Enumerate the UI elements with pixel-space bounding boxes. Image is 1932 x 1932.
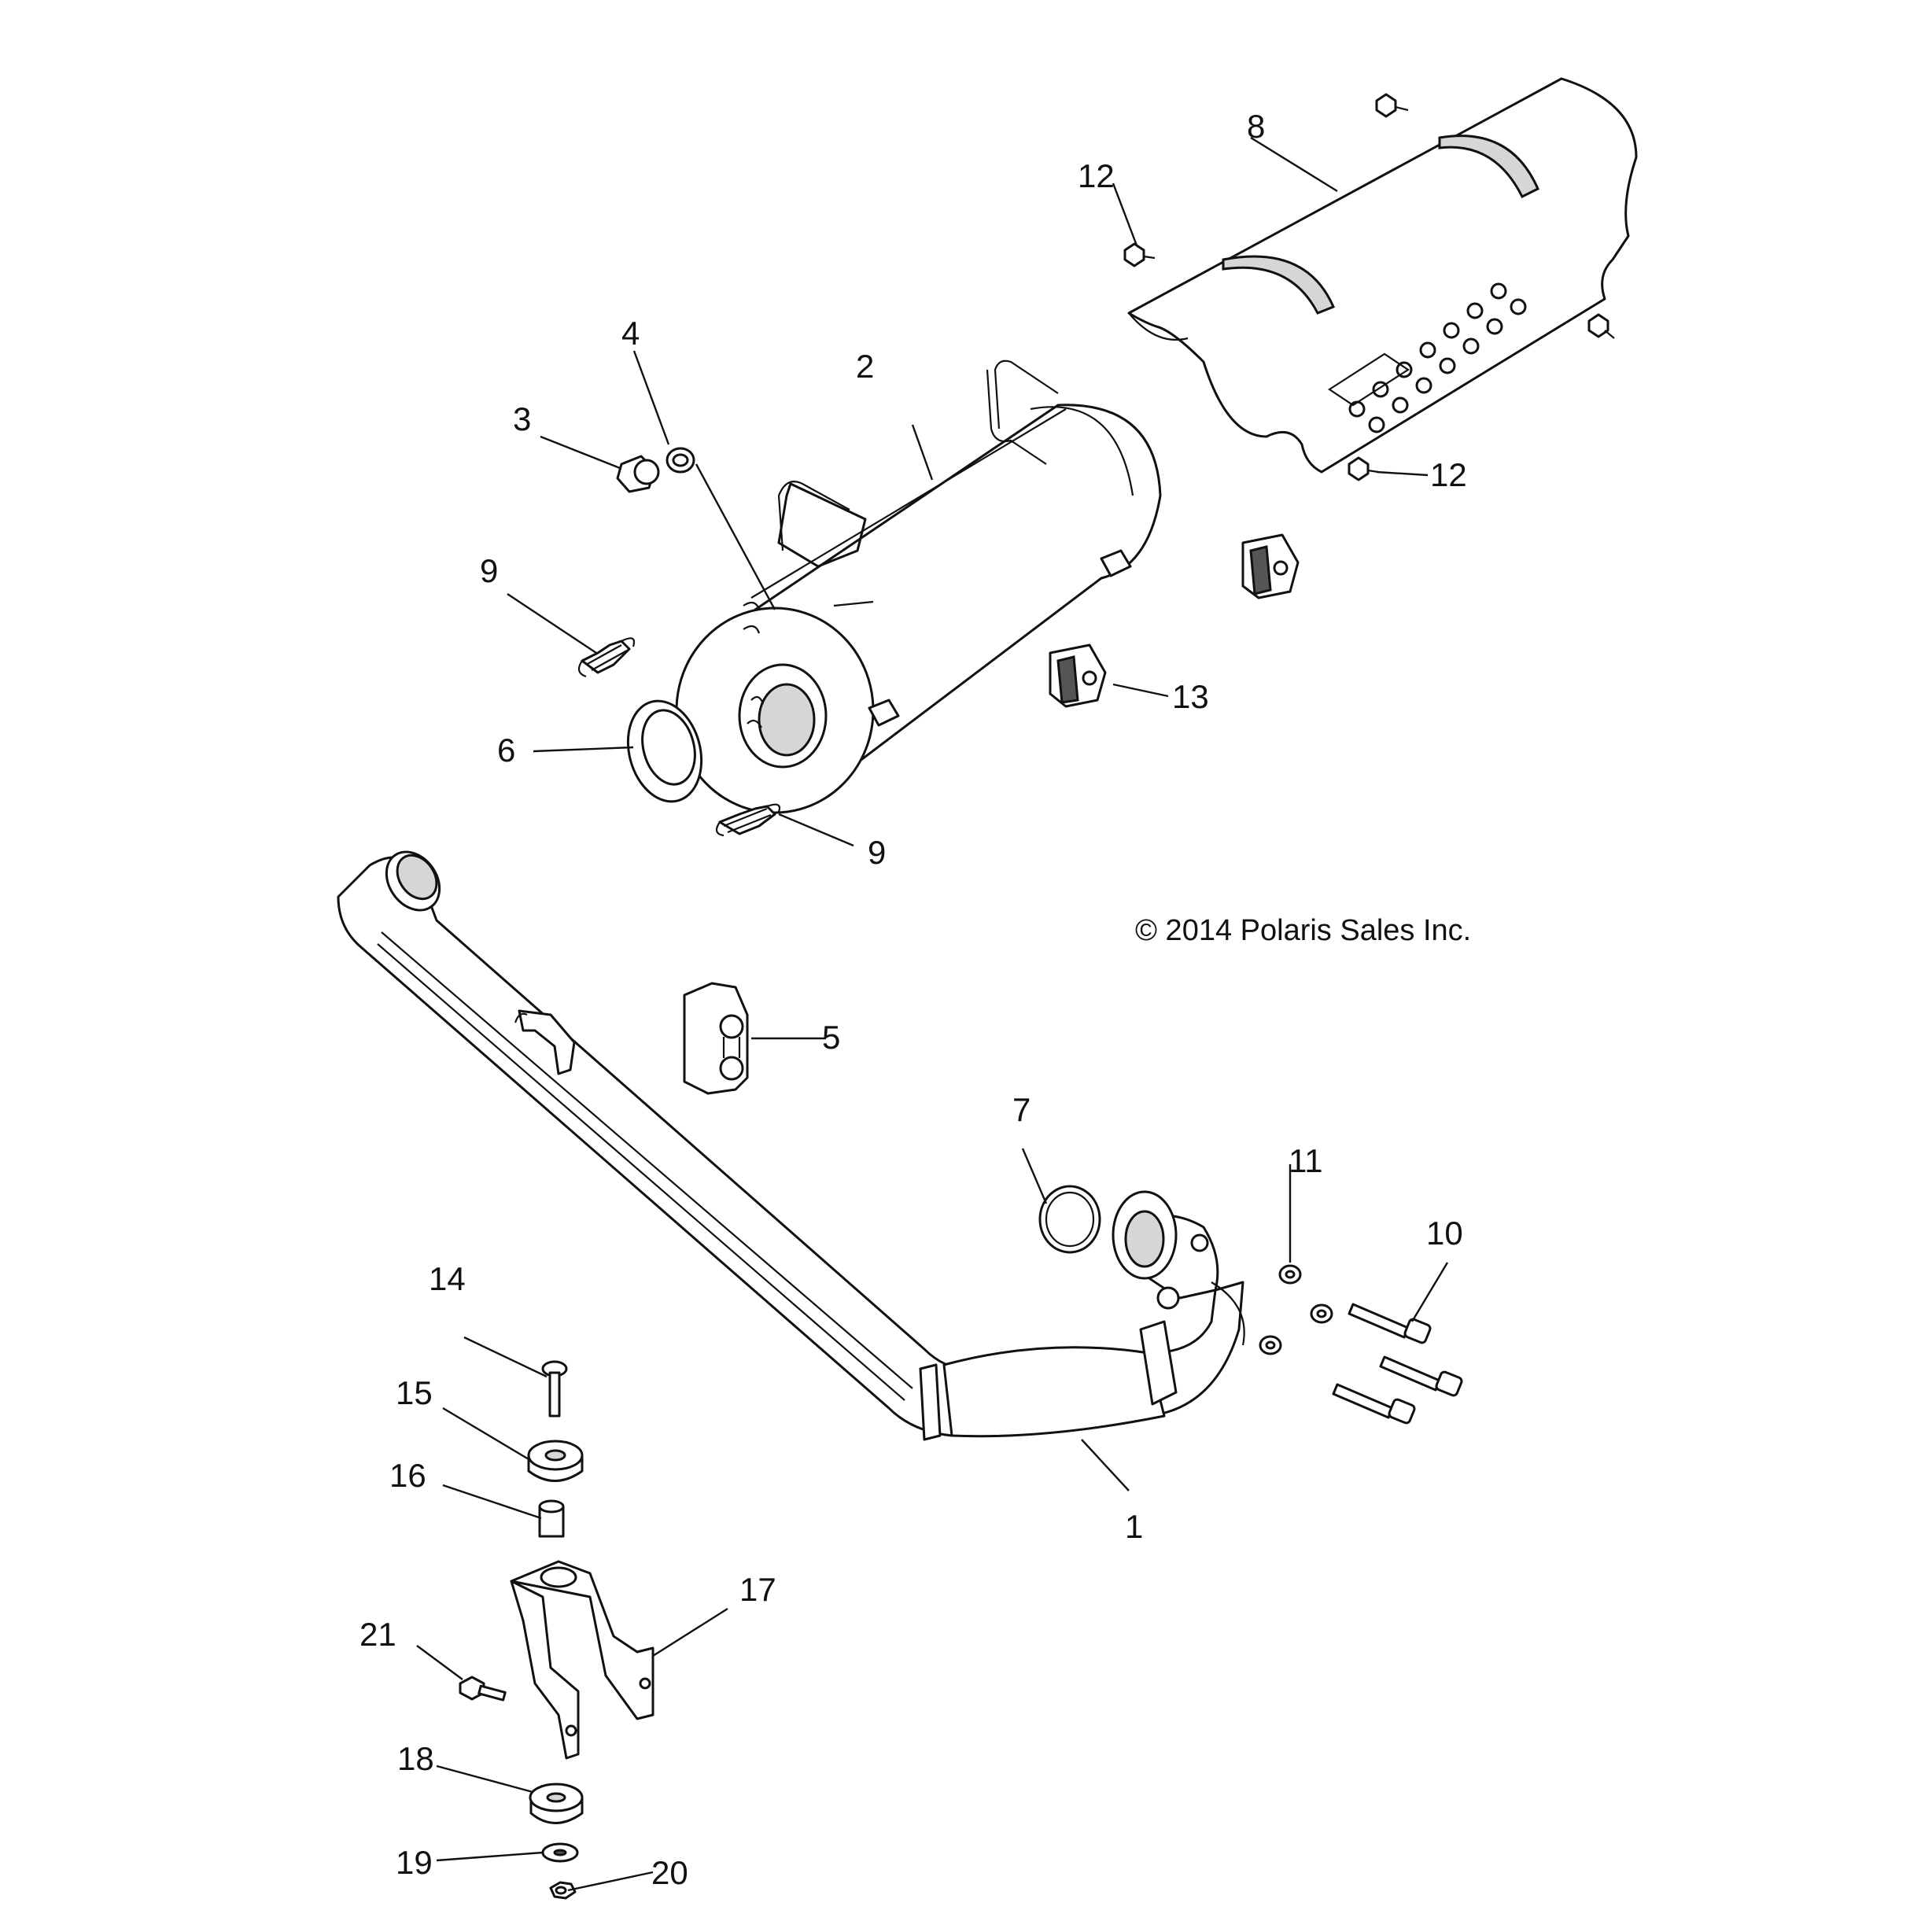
callout-4: 4 [621, 315, 640, 352]
callout-11: 11 [1289, 1142, 1323, 1179]
callout-3: 3 [513, 400, 531, 437]
exhaust-o-ring [1038, 1185, 1101, 1254]
muffler-seal [626, 699, 703, 803]
callout-numbers: 1 2 3 4 5 6 7 8 9 9 10 11 12 12 13 14 15… [359, 108, 1467, 1891]
callout-12-lower: 12 [1430, 456, 1467, 493]
muffler-plug [616, 455, 660, 493]
callout-13: 13 [1172, 678, 1209, 715]
callout-6: 6 [497, 732, 515, 769]
mount-bushing [538, 1499, 565, 1538]
callout-9-upper: 9 [480, 552, 498, 589]
lower-washer [541, 1842, 579, 1863]
washer [1259, 1264, 1333, 1355]
callout-14: 14 [429, 1260, 466, 1297]
flange-bolt [1332, 1303, 1463, 1425]
callout-1: 1 [1125, 1508, 1143, 1545]
lower-nut [549, 1881, 577, 1900]
callout-9-lower: 9 [868, 834, 886, 871]
isolator-block [1049, 533, 1300, 708]
callout-17: 17 [739, 1571, 776, 1608]
muffler [675, 359, 1162, 814]
mount-bracket [510, 1560, 654, 1760]
callout-21: 21 [359, 1616, 396, 1653]
callout-15: 15 [396, 1374, 433, 1411]
heat-shield-vent-holes [1348, 282, 1527, 433]
callout-10: 10 [1426, 1215, 1463, 1252]
leader-lines [416, 136, 1449, 1892]
callout-12-upper: 12 [1078, 157, 1115, 194]
callout-20: 20 [651, 1854, 688, 1891]
head-pipe [337, 850, 1245, 1441]
copyright-notice: © 2014 Polaris Sales Inc. [1135, 914, 1471, 947]
exhaust-spring [577, 637, 781, 837]
lower-grommet [529, 1783, 584, 1824]
callout-8: 8 [1247, 108, 1265, 145]
callout-16: 16 [389, 1457, 426, 1494]
plug-gasket [666, 447, 695, 474]
mount-pin [541, 1360, 568, 1418]
bracket-bolt [459, 1676, 507, 1702]
callout-19: 19 [396, 1844, 433, 1881]
callout-2: 2 [856, 348, 874, 385]
callout-18: 18 [397, 1740, 434, 1777]
mount-grommet [527, 1440, 584, 1482]
callout-5: 5 [822, 1019, 840, 1056]
callout-7: 7 [1012, 1091, 1031, 1128]
shield-screw [1123, 93, 1615, 481]
exhaust-grommet [683, 982, 749, 1095]
heat-shield [1127, 77, 1638, 474]
